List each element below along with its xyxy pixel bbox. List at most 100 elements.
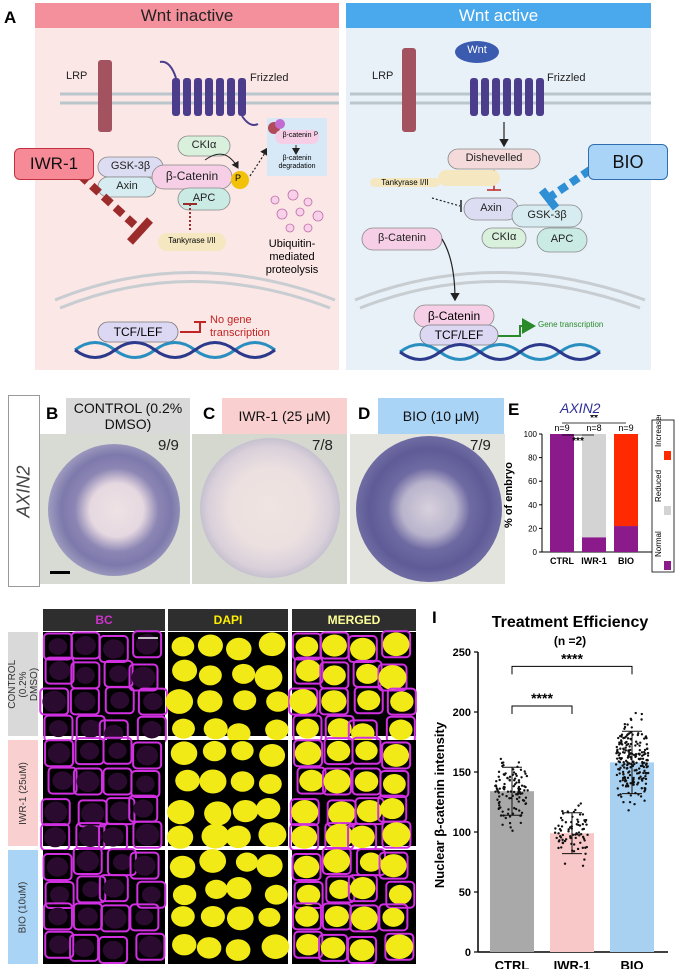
i-data-point [639, 741, 642, 744]
i-data-point [635, 772, 639, 775]
wnt-label: Wnt [467, 44, 487, 56]
i-data-point [521, 792, 524, 795]
cytoplasm [135, 633, 159, 655]
i-data-point [638, 748, 642, 752]
i-data-point [634, 711, 637, 715]
i-data-point [617, 736, 620, 740]
i-ytick-label: 100 [453, 827, 471, 839]
nucleus [382, 822, 411, 848]
nucleus [321, 690, 347, 713]
wnt-inactive-title: Wnt inactive [140, 6, 234, 25]
no-gene-label: No gene transcription [210, 314, 270, 339]
i-data-point [498, 800, 501, 804]
i-data-point [644, 772, 648, 775]
cell-membrane [347, 874, 378, 903]
i-data-point [523, 770, 526, 773]
nucleus [378, 665, 407, 690]
e-n-label: n=9 [554, 423, 569, 433]
cki-label-left: CKIα [191, 139, 217, 151]
nucleus [256, 798, 281, 820]
i-data-point [520, 776, 523, 779]
cytoplasm [133, 799, 154, 818]
i-data-point [495, 780, 498, 783]
axin-label-left: Axin [116, 180, 138, 192]
i-data-point [561, 818, 564, 822]
e-n-label: n=9 [618, 423, 633, 433]
nucleus [289, 689, 318, 714]
dishevelled-label: Dishevelled [465, 152, 523, 164]
i-data-point [508, 775, 512, 779]
i-data-point [626, 766, 629, 770]
i-data-point [559, 836, 563, 839]
row-label-control: CONTROL (0.2% DMSO) [7, 632, 40, 736]
i-data-point [515, 774, 518, 778]
e-n-label: n=8 [586, 423, 601, 433]
i-data-point [577, 831, 581, 834]
lrp-label-right: LRP [372, 70, 394, 82]
i-data-point [625, 782, 629, 785]
i-data-point [643, 737, 646, 740]
i-data-point [520, 811, 524, 815]
i-data-point [621, 764, 624, 767]
i-data-point [517, 787, 520, 790]
nucleus [196, 937, 222, 959]
i-data-point [567, 828, 570, 831]
i-data-point [623, 776, 627, 780]
nucleus [230, 771, 255, 792]
i-data-point [574, 833, 577, 836]
i-data-point [524, 802, 528, 805]
nucleus [170, 741, 198, 765]
i-data-point [560, 846, 563, 849]
frizzled-label-left: Frizzled [250, 72, 289, 84]
count-bio: 7/9 [470, 437, 491, 454]
cell-membrane [44, 739, 75, 768]
i-data-point [563, 839, 567, 843]
cytoplasm [49, 720, 68, 738]
i-data-point [508, 821, 512, 825]
i-data-point [501, 764, 504, 768]
i-data-point [581, 846, 585, 850]
i-data-point [637, 767, 641, 770]
i-data-point [632, 783, 635, 786]
nucleus [389, 719, 413, 740]
i-data-point [632, 760, 635, 764]
i-data-point [622, 760, 625, 764]
i-data-point [576, 818, 579, 821]
i-data-point [641, 757, 645, 760]
i-data-point [561, 838, 564, 842]
i-data-point [626, 776, 630, 780]
i-ylabel: Nuclear β-catenin intensity [432, 721, 447, 888]
i-data-point [581, 828, 584, 831]
i-data-point [624, 746, 627, 749]
i-data-point [503, 782, 506, 786]
beta-catenin-label-right: β-Catenin [378, 232, 426, 244]
cell-membrane [132, 741, 163, 770]
nucleus [328, 801, 356, 826]
cytoplasm [103, 639, 125, 659]
nucleus [325, 823, 354, 849]
i-data-point [517, 792, 520, 795]
i-data-point [497, 770, 501, 774]
nucleus [356, 663, 380, 684]
nucleus [266, 691, 290, 712]
i-data-point [579, 841, 582, 844]
i-data-point [583, 839, 586, 842]
cell-membrane [318, 687, 349, 716]
nucleus [254, 665, 283, 690]
i-data-point [629, 794, 633, 797]
cell-membrane [130, 769, 161, 798]
cytoplasm [135, 775, 155, 793]
i-data-point [621, 776, 625, 780]
nucleus [256, 854, 283, 878]
i-data-point [624, 785, 628, 788]
cell-membrane [42, 852, 73, 881]
cell-membrane [128, 663, 159, 692]
cytoplasm [131, 666, 156, 689]
i-data-point [581, 864, 585, 867]
i-sig-1: **** [531, 690, 553, 706]
cell-membrane [353, 686, 384, 715]
i-data-point [644, 775, 647, 778]
nucleus [258, 774, 282, 794]
nucleus [197, 634, 223, 657]
i-data-point [572, 850, 576, 853]
